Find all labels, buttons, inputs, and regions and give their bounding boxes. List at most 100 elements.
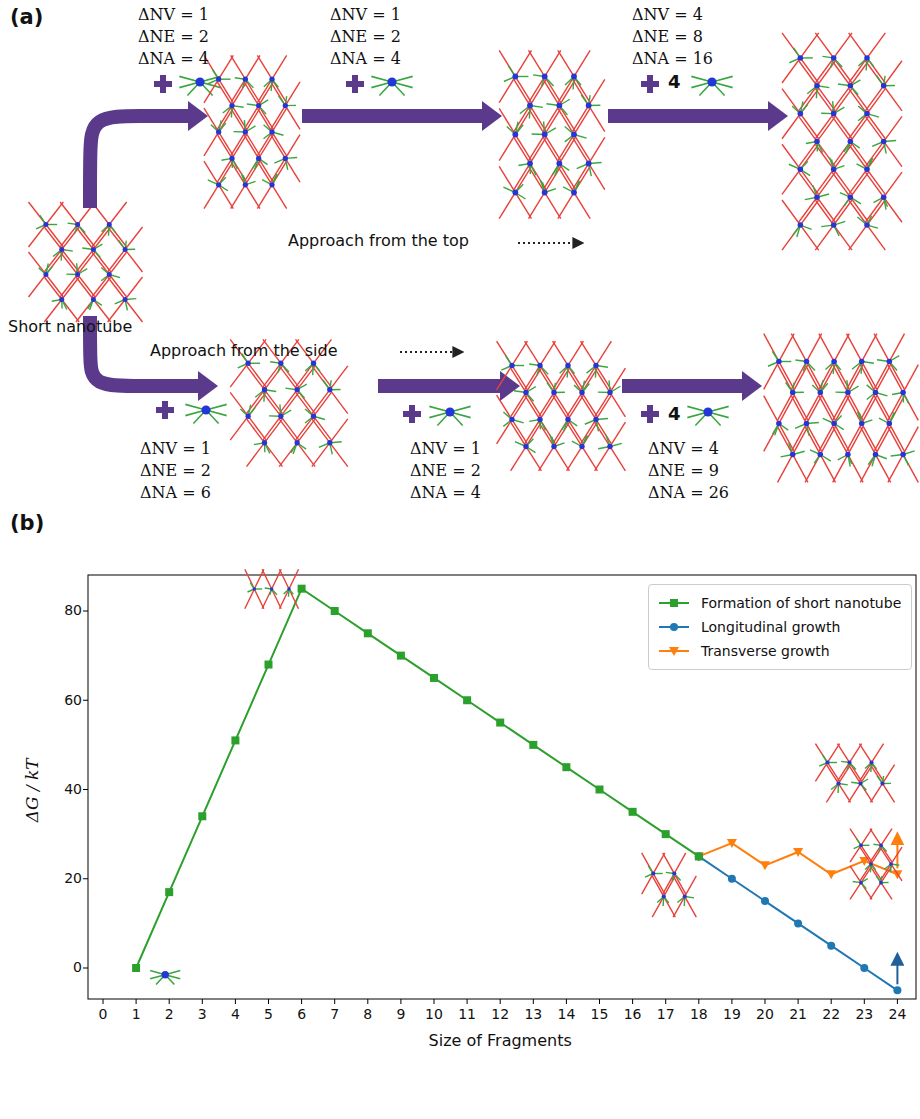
legend-sample	[657, 596, 691, 610]
tick-label: 0	[99, 1007, 108, 1022]
annotation: Approach from the top	[288, 232, 469, 250]
count-label: ΔNV = 4	[632, 6, 703, 24]
tick-label: 5	[264, 1007, 273, 1022]
x-tick	[765, 999, 766, 1004]
legend-text: Longitudinal growth	[701, 619, 840, 635]
count-label: ΔNE = 2	[410, 462, 481, 480]
plot-frame	[88, 575, 916, 999]
monomer	[429, 406, 470, 425]
x-tick	[864, 999, 865, 1004]
legend-entry: Transverse growth	[657, 639, 901, 663]
count-label: ΔNE = 2	[138, 28, 209, 46]
nanotube-structure	[499, 50, 605, 218]
nanotube-structure	[764, 334, 919, 483]
nanotube-structure	[815, 744, 894, 803]
monomer	[687, 406, 728, 425]
reaction-arrow	[608, 101, 788, 131]
tick-label: 6	[297, 1007, 306, 1022]
x-tick	[698, 999, 699, 1004]
tick-label: 7	[330, 1007, 339, 1022]
panel-label: (a)	[10, 6, 43, 29]
nanotube-structure	[29, 202, 143, 322]
tick-label: 10	[425, 1007, 443, 1022]
x-tick	[103, 999, 104, 1004]
data-series	[695, 852, 902, 994]
x-tick	[665, 999, 666, 1004]
x-tick	[566, 999, 567, 1004]
nanotube-structure	[850, 829, 902, 900]
tick-label: 24	[888, 1007, 906, 1022]
count-label: ΔNE = 2	[140, 462, 211, 480]
tick-label: 9	[396, 1007, 405, 1022]
tick-label: 21	[789, 1007, 807, 1022]
dotted-arrow	[400, 351, 462, 353]
x-tick	[169, 999, 170, 1004]
tick-label: 11	[458, 1007, 476, 1022]
plus-symbol	[641, 75, 659, 93]
count-label: ΔNV = 1	[140, 440, 211, 458]
x-tick	[136, 999, 137, 1004]
tick-label: 0	[73, 960, 82, 975]
monomer	[371, 76, 412, 95]
tick-label: 4	[231, 1007, 240, 1022]
tick-label: 15	[591, 1007, 609, 1022]
count-label: ΔNA = 6	[140, 484, 211, 502]
tick-label: 12	[491, 1007, 509, 1022]
nanotube-structure	[782, 33, 902, 250]
y-tick	[83, 700, 88, 701]
x-tick	[897, 999, 898, 1004]
tick-label: 40	[64, 782, 82, 797]
x-tick	[202, 999, 203, 1004]
plus-symbol	[346, 75, 364, 93]
axis-title: Size of Fragments	[429, 1032, 572, 1050]
legend-text: Formation of short nanotube	[701, 595, 901, 611]
y-tick	[83, 789, 88, 790]
tick-label: 3	[198, 1007, 207, 1022]
plus-symbol	[156, 401, 174, 419]
reaction-arrow	[622, 371, 762, 401]
nanotube-structure	[497, 341, 626, 471]
nanotube-structure	[245, 569, 299, 609]
x-tick	[301, 999, 302, 1004]
tick-label: 20	[756, 1007, 774, 1022]
x-tick	[731, 999, 732, 1004]
tick-label: 8	[363, 1007, 372, 1022]
tick-label: 22	[822, 1007, 840, 1022]
tick-label: 19	[723, 1007, 741, 1022]
legend-text: Transverse growth	[701, 643, 830, 659]
y-tick	[83, 611, 88, 612]
count-label: ΔNE = 9	[648, 462, 719, 480]
tick-label: 2	[165, 1007, 174, 1022]
tick-label: 14	[557, 1007, 575, 1022]
count-label: ΔNV = 1	[330, 6, 401, 24]
x-tick	[235, 999, 236, 1004]
y-tick	[83, 878, 88, 879]
legend-entry: Longitudinal growth	[657, 615, 901, 639]
legend-entry: Formation of short nanotube	[657, 591, 901, 615]
annotation: Approach from the side	[150, 342, 338, 360]
count-label: ΔNA = 4	[330, 50, 401, 68]
count-label: ΔNA = 4	[138, 50, 209, 68]
tick-label: 18	[690, 1007, 708, 1022]
plus-symbol	[641, 405, 659, 423]
tick-label: 16	[624, 1007, 642, 1022]
count-label: ΔNA = 4	[410, 484, 481, 502]
plot	[83, 575, 916, 1004]
tick-label: 17	[657, 1007, 675, 1022]
x-tick	[632, 999, 633, 1004]
x-tick	[400, 999, 401, 1004]
tick-label: 13	[524, 1007, 542, 1022]
count-label: ΔNE = 2	[330, 28, 401, 46]
plus-symbol	[403, 405, 421, 423]
data-series	[132, 585, 703, 972]
multiplier: 4	[668, 404, 681, 424]
tick-label: 1	[132, 1007, 141, 1022]
count-label: ΔNV = 1	[138, 6, 209, 24]
axis-title: ΔG / kT	[23, 758, 42, 822]
x-tick	[500, 999, 501, 1004]
reaction-arrow	[90, 101, 208, 208]
x-tick	[798, 999, 799, 1004]
multiplier: 4	[668, 72, 681, 92]
tick-label: 23	[855, 1007, 873, 1022]
